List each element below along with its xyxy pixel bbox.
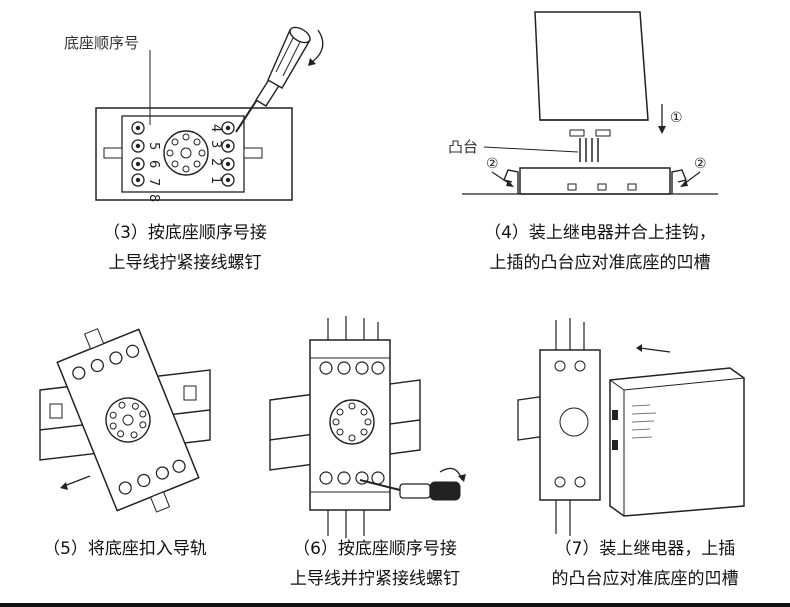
step-marker-2-right: ② xyxy=(694,156,707,172)
panel-step-3: 5 6 7 8 4 3 2 1 底座顺序号 （3）按底座顺序号接 上导线拧紧接线… xyxy=(0,0,330,300)
step-6-caption: （6）按底座顺序号接 上导线并拧紧接线螺钉 xyxy=(260,534,490,594)
step-6-caption-line-2: 上导线并拧紧接线螺钉 xyxy=(290,569,460,589)
step-5-caption-line-1: （5）将底座扣入导轨 xyxy=(43,539,207,559)
step-3-caption-line-1: （3）按底座顺序号接 xyxy=(103,223,267,243)
step-4-caption: （4）装上继电器并合上挂钩， 上插的凸台应对准底座的凹槽 xyxy=(460,218,740,278)
step-6-caption-line-1: （6）按底座顺序号接 xyxy=(293,539,457,559)
step-marker-2-left: ② xyxy=(486,156,499,172)
step-5-caption: （5）将底座扣入导轨 xyxy=(20,534,230,564)
boss-callout: 凸台 xyxy=(448,138,479,156)
step-3-caption-line-2: 上导线拧紧接线螺钉 xyxy=(108,253,262,273)
panel-step-6: （6）按底座顺序号接 上导线并拧紧接线螺钉 xyxy=(250,310,500,600)
step-3-caption: （3）按底座顺序号接 上导线拧紧接线螺钉 xyxy=(80,218,290,278)
rail-wiring-illustration xyxy=(269,316,466,538)
pin-label-3: 3 xyxy=(208,140,223,148)
screwdriver xyxy=(235,26,311,133)
panel-step-4: 凸台 ① ② ② （4）装上继电器并合上挂钩， 上插的凸台应对准底座的凹槽 xyxy=(400,0,790,300)
step-7-caption-line-1: （7）装上继电器，上插 xyxy=(554,539,736,559)
rail-snap-illustration xyxy=(39,328,211,513)
pin-label-7: 7 xyxy=(146,178,161,186)
panel-step-7: （7）装上继电器，上插 的凸台应对准底座的凹槽 xyxy=(500,310,790,600)
step-marker-1: ① xyxy=(670,110,683,126)
step-4-caption-line-1: （4）装上继电器并合上挂钩， xyxy=(484,223,716,243)
step-7-caption: （7）装上继电器，上插 的凸台应对准底座的凹槽 xyxy=(520,534,770,594)
relay-install-illustration xyxy=(517,318,745,536)
step-7-caption-line-2: 的凸台应对准底座的凹槽 xyxy=(551,569,739,589)
pin-label-2: 2 xyxy=(208,158,223,166)
pin-label-5: 5 xyxy=(146,142,161,150)
pin-label-8: 8 xyxy=(146,194,161,202)
pin-label-6: 6 xyxy=(146,160,161,168)
panel-step-5: （5）将底座扣入导轨 xyxy=(0,310,250,600)
base-wiring-illustration: 5 6 7 8 4 3 2 1 xyxy=(95,26,324,202)
bottom-divider xyxy=(0,603,790,607)
base-order-number-callout: 底座顺序号 xyxy=(64,34,140,52)
pin-label-4: 4 xyxy=(208,124,223,132)
pin-label-1: 1 xyxy=(208,176,223,184)
relay-mount-illustration xyxy=(462,11,718,195)
step-4-caption-line-2: 上插的凸台应对准底座的凹槽 xyxy=(489,253,711,273)
